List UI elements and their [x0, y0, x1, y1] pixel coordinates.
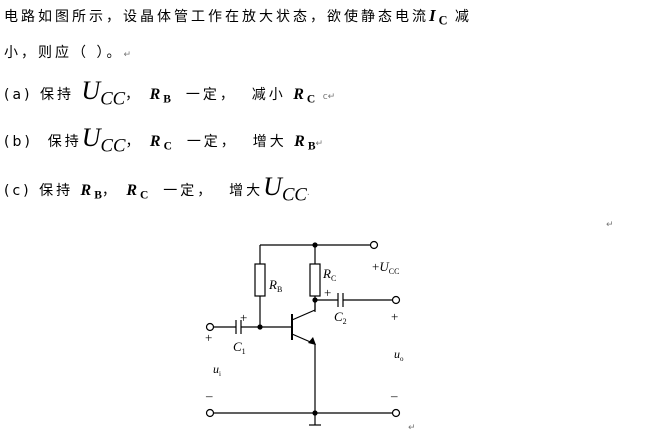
option-c: (c) 保持 RB， RC 一定， 增大UCC.: [4, 172, 310, 207]
option-a-tail: c: [322, 92, 328, 102]
option-b: (b) 保持UCC， RC 一定， 增大 RB↵: [4, 123, 323, 158]
junction-dot: [312, 410, 318, 416]
option-c-text2: 一定，: [163, 183, 215, 199]
option-a-text3: 减小: [251, 87, 286, 103]
current-var: IC: [429, 6, 448, 28]
input-plus: +: [205, 330, 212, 345]
option-a-r2: RC: [293, 86, 316, 106]
paragraph-mark: ↵: [315, 139, 324, 149]
label-rc: RC: [322, 266, 336, 283]
c1-plus: +: [240, 310, 247, 325]
option-a-ucc: UCC: [81, 76, 126, 110]
question-text-2: 小，则应（ ）。: [4, 45, 124, 61]
output-plus: +: [391, 309, 398, 324]
option-c-text3: 增大: [229, 183, 264, 199]
input-minus: –: [205, 388, 213, 403]
option-a-text1: 保持: [39, 87, 74, 103]
option-c-text1: 保持: [39, 183, 74, 199]
question-line-1: 电路如图所示，设晶体管工作在放大状态，欲使静态电流IC 减: [4, 6, 472, 29]
label-ui: ui: [213, 362, 221, 378]
option-c-r1: RB: [80, 182, 102, 202]
option-a-sep: ，: [125, 87, 143, 103]
junction-dot: [312, 297, 318, 303]
option-b-r1: RC: [149, 133, 172, 153]
junction-dot: [257, 324, 263, 330]
output-minus: –: [390, 388, 398, 403]
option-b-label: (b): [4, 134, 33, 150]
junction-dot: [312, 242, 318, 248]
option-c-sep: ，: [101, 183, 119, 199]
option-c-tail: .: [306, 188, 310, 198]
option-c-r2: RC: [126, 182, 149, 202]
option-b-text2: 一定，: [186, 134, 238, 150]
option-a: (a) 保持 UCC， RB 一定， 减小 RC c↵: [4, 76, 335, 111]
vcc-terminal: [369, 240, 379, 250]
resistor-rc: [309, 263, 321, 297]
paragraph-mark: ↵: [123, 50, 131, 60]
transistor-collector: [291, 309, 316, 321]
label-vcc: +UCC: [372, 259, 399, 276]
question-text: 电路如图所示，设晶体管工作在放大状态，欲使静态电流: [4, 9, 429, 25]
input-terminal-top: [205, 322, 215, 332]
c2-plus: +: [324, 285, 331, 300]
label-c2: C2: [334, 309, 347, 326]
paragraph-mark: ↵: [606, 220, 614, 230]
option-b-sep: ，: [125, 134, 143, 150]
paragraph-mark: ↵: [327, 92, 336, 102]
option-c-ucc: UCC: [263, 172, 307, 206]
question-text-end: 减: [454, 9, 472, 25]
option-b-r2: RB: [294, 133, 316, 153]
option-c-label: (c): [4, 183, 32, 199]
label-rb: RB: [268, 277, 282, 294]
paragraph-mark: ↵: [408, 423, 416, 433]
label-c1: C1: [233, 339, 246, 356]
option-a-r1: RB: [149, 86, 171, 106]
option-a-label: (a): [4, 87, 33, 103]
option-b-text3: 增大: [252, 134, 287, 150]
option-b-ucc: UCC: [81, 123, 126, 157]
output-terminal-bottom: [391, 408, 401, 418]
resistor-rb: [254, 263, 266, 297]
emitter-arrow-icon: [308, 337, 316, 345]
label-uo: uo: [394, 347, 404, 363]
option-b-text1: 保持: [47, 134, 82, 150]
option-a-text2: 一定，: [185, 87, 237, 103]
question-line-2: 小，则应（ ）。↵: [4, 42, 131, 62]
output-terminal-top: [391, 295, 401, 305]
input-terminal-bottom: [205, 408, 215, 418]
